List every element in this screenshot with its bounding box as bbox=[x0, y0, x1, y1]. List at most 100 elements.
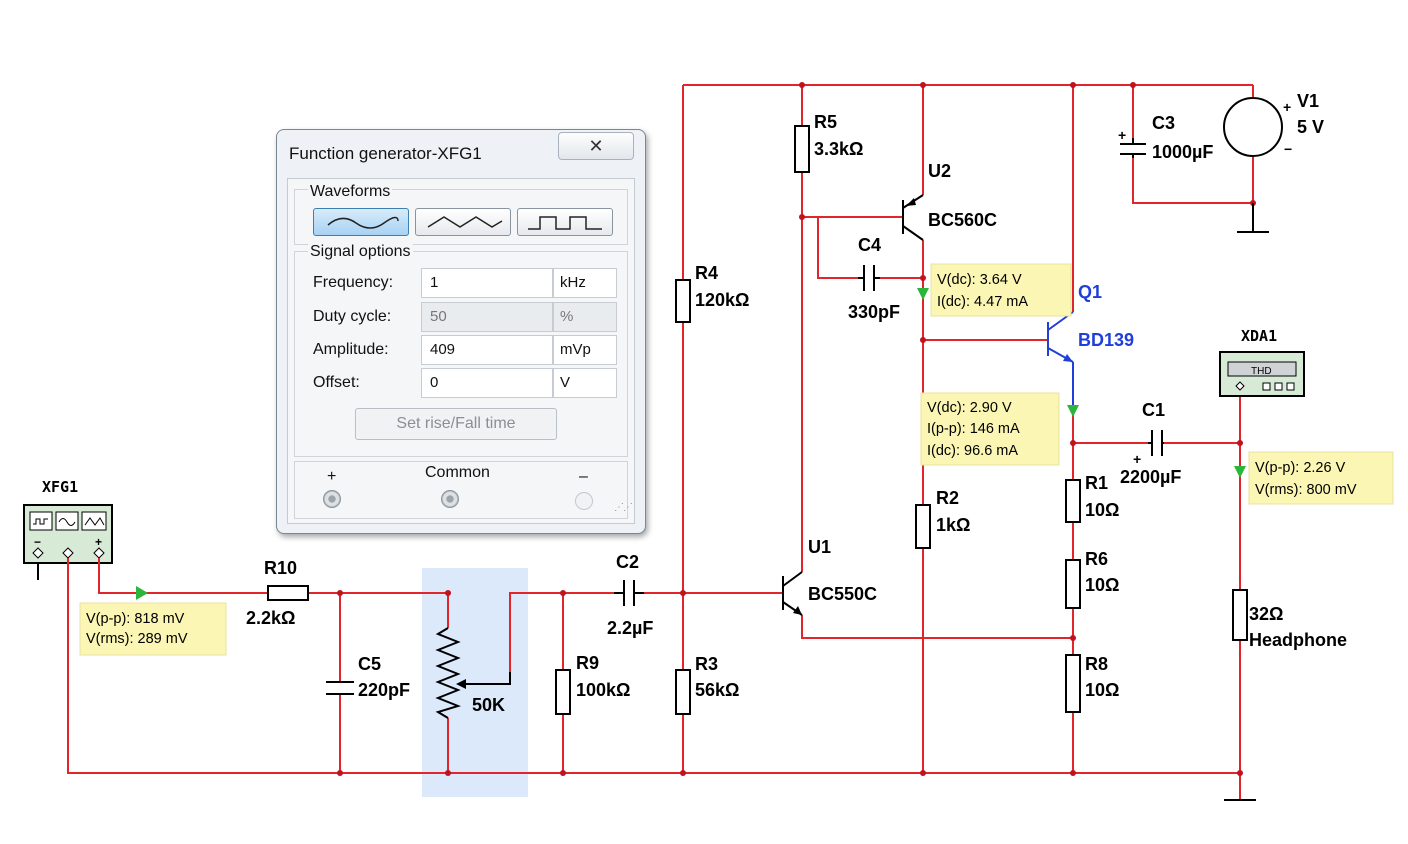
svg-text:I(dc): 4.47 mA: I(dc): 4.47 mA bbox=[937, 294, 1028, 310]
terminal-minus bbox=[575, 492, 593, 510]
label-u1-name: U1 bbox=[808, 537, 831, 557]
frequency-label: Frequency: bbox=[313, 274, 394, 291]
label-c2-name: C2 bbox=[616, 552, 639, 572]
label-r5-value: 3.3kΩ bbox=[814, 139, 863, 159]
ground-icon bbox=[1237, 203, 1269, 233]
label-r8-name: R8 bbox=[1085, 654, 1108, 674]
svg-text:V(rms): 289 mV: V(rms): 289 mV bbox=[86, 631, 188, 647]
resistor-r9[interactable] bbox=[555, 669, 571, 715]
terminal-plus-label: + bbox=[327, 468, 337, 485]
label-u2-name: U2 bbox=[928, 161, 951, 181]
label-r6-value: 10Ω bbox=[1085, 575, 1119, 595]
label-r10-name: R10 bbox=[264, 558, 297, 578]
junction-dots bbox=[337, 82, 1256, 776]
label-c3-value: 1000µF bbox=[1152, 142, 1213, 162]
resistor-r5[interactable] bbox=[794, 125, 810, 173]
sine-wave-button[interactable] bbox=[313, 208, 409, 236]
label-c5-name: C5 bbox=[358, 654, 381, 674]
label-headphone-value: 32Ω bbox=[1249, 604, 1283, 624]
label-r8-value: 10Ω bbox=[1085, 680, 1119, 700]
triangle-wave-button[interactable] bbox=[415, 208, 511, 236]
probe-input[interactable]: V(p-p): 818 mV V(rms): 289 mV bbox=[79, 586, 227, 656]
terminal-common[interactable] bbox=[441, 490, 459, 508]
terminal-common-label: Common bbox=[425, 464, 490, 481]
label-r3-name: R3 bbox=[695, 654, 718, 674]
svg-text:V(dc): 3.64 V: V(dc): 3.64 V bbox=[937, 272, 1022, 288]
duty-cycle-unit-select: % bbox=[553, 302, 617, 332]
close-button[interactable]: ✕ bbox=[558, 132, 634, 160]
resistor-r4[interactable] bbox=[675, 279, 691, 323]
resistor-r2[interactable] bbox=[915, 504, 931, 549]
square-wave-button[interactable] bbox=[517, 208, 613, 236]
signal-options-group bbox=[294, 251, 628, 457]
svg-text:+: + bbox=[1133, 451, 1141, 467]
label-q1-name: Q1 bbox=[1078, 282, 1102, 302]
label-u1-model: BC550C bbox=[808, 584, 877, 604]
function-generator-dialog[interactable]: Function generator-XFG1 ✕ Waveforms Sign… bbox=[276, 129, 646, 534]
capacitor-c4[interactable] bbox=[858, 265, 880, 291]
headphone-resistor[interactable] bbox=[1232, 589, 1248, 641]
capacitor-c5[interactable] bbox=[326, 681, 354, 695]
frequency-unit-select[interactable]: kHz bbox=[553, 268, 617, 298]
signal-options-label: Signal options bbox=[308, 243, 413, 261]
offset-field[interactable]: 0 bbox=[421, 368, 553, 398]
capacitor-c2[interactable] bbox=[614, 580, 644, 606]
terminals-group bbox=[294, 461, 628, 519]
amplitude-label: Amplitude: bbox=[313, 341, 389, 358]
svg-text:−: − bbox=[34, 535, 41, 549]
label-r2-name: R2 bbox=[936, 488, 959, 508]
resistor-r1[interactable] bbox=[1065, 479, 1081, 523]
capacitor-c1[interactable]: + bbox=[1133, 430, 1164, 467]
duty-cycle-label: Duty cycle: bbox=[313, 308, 392, 325]
offset-unit-select[interactable]: V bbox=[553, 368, 617, 398]
label-r3-value: 56kΩ bbox=[695, 680, 739, 700]
amplitude-field[interactable]: 409 bbox=[421, 335, 553, 365]
label-c2-value: 2.2µF bbox=[607, 618, 653, 638]
wires bbox=[67, 84, 1254, 800]
amplitude-unit-select[interactable]: mVp bbox=[553, 335, 617, 365]
resistor-r3[interactable] bbox=[675, 669, 691, 715]
capacitor-c3[interactable]: + bbox=[1118, 127, 1146, 158]
probe-q1[interactable]: V(dc): 2.90 V I(p-p): 146 mA I(dc): 96.6… bbox=[920, 392, 1079, 466]
label-r5-name: R5 bbox=[814, 112, 837, 132]
transistor-q1[interactable] bbox=[1047, 311, 1074, 363]
voltage-source-v1[interactable]: + − bbox=[1223, 97, 1292, 157]
svg-text:V(p-p): 818 mV: V(p-p): 818 mV bbox=[86, 611, 185, 627]
label-v1-value: 5 V bbox=[1297, 117, 1324, 137]
label-r1-value: 10Ω bbox=[1085, 500, 1119, 520]
label-r9-value: 100kΩ bbox=[576, 680, 630, 700]
offset-label: Offset: bbox=[313, 374, 360, 391]
label-r9-name: R9 bbox=[576, 653, 599, 673]
resistor-r6[interactable] bbox=[1065, 559, 1081, 609]
label-c5-value: 220pF bbox=[358, 680, 410, 700]
duty-cycle-field: 50 bbox=[421, 302, 553, 332]
label-c1-name: C1 bbox=[1142, 400, 1165, 420]
instrument-xfg1[interactable]: − + bbox=[23, 504, 113, 580]
label-r10-value: 2.2kΩ bbox=[246, 608, 295, 628]
svg-text:I(dc): 96.6 mA: I(dc): 96.6 mA bbox=[927, 443, 1018, 459]
probe-output[interactable]: V(p-p): 2.26 V V(rms): 800 mV bbox=[1234, 451, 1394, 505]
frequency-field[interactable]: 1 bbox=[421, 268, 553, 298]
resize-grip-icon[interactable]: ⋰⋰ bbox=[614, 502, 633, 513]
transistor-u1[interactable] bbox=[782, 571, 803, 616]
svg-text:V(dc): 2.90 V: V(dc): 2.90 V bbox=[927, 400, 1012, 416]
transistor-u2[interactable] bbox=[902, 194, 924, 241]
label-r6-name: R6 bbox=[1085, 549, 1108, 569]
svg-text:+: + bbox=[1283, 99, 1291, 115]
instrument-xda1[interactable] bbox=[1219, 351, 1305, 397]
resistor-r8[interactable] bbox=[1065, 654, 1081, 713]
waveforms-group bbox=[294, 189, 628, 245]
label-c4-name: C4 bbox=[858, 235, 881, 255]
probe-u2[interactable]: V(dc): 3.64 V I(dc): 4.47 mA bbox=[917, 263, 1072, 317]
resistor-r10[interactable] bbox=[267, 585, 309, 601]
label-u2-model: BC560C bbox=[928, 210, 997, 230]
label-xfg1: XFG1 bbox=[42, 478, 78, 496]
close-icon: ✕ bbox=[588, 136, 604, 156]
terminal-plus[interactable] bbox=[323, 490, 341, 508]
potentiometer-50k[interactable] bbox=[435, 627, 511, 719]
label-q1-model: BD139 bbox=[1078, 330, 1134, 350]
set-rise-fall-time-button: Set rise/Fall time bbox=[355, 408, 557, 440]
label-r2-value: 1kΩ bbox=[936, 515, 970, 535]
svg-text:−: − bbox=[1284, 141, 1292, 157]
